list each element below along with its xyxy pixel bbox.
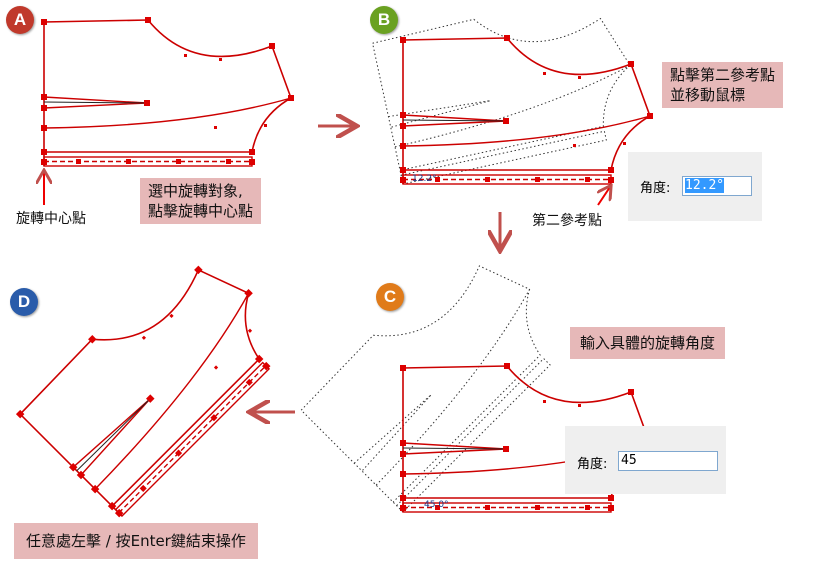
- note-b-line2: 並移動鼠標: [670, 86, 746, 104]
- note-b: 點擊第二參考點並移動鼠標: [662, 62, 784, 108]
- angle-readout-b: 12.2°: [412, 174, 437, 184]
- second-ref-label: 第二參考點: [532, 213, 602, 229]
- angle-label: 角度:: [640, 181, 671, 196]
- angle-dialog-b: 角度: 12.2°: [628, 152, 762, 221]
- note-a-line2: 點擊旋轉中心點: [148, 202, 254, 220]
- rotation-center-label: 旋轉中心點: [16, 211, 86, 227]
- angle-dialog-c: 角度: 45: [565, 426, 726, 494]
- note-a-line1: 選中旋轉對象,: [148, 182, 243, 200]
- angle-input[interactable]: 45: [618, 451, 718, 471]
- ref-point-arrow: [598, 187, 610, 206]
- angle-input-value: 12.2°: [685, 178, 725, 193]
- angle-readout-c: 45.0°: [424, 500, 449, 510]
- pattern-a: [40, 16, 295, 167]
- step-c-badge: C: [376, 283, 404, 311]
- note-c: 輸入具體的旋轉角度: [570, 327, 726, 359]
- pattern-b: [371, 0, 654, 185]
- angle-input[interactable]: 12.2°: [682, 176, 752, 196]
- note-a: 選中旋轉對象, 點擊旋轉中心點: [140, 178, 262, 224]
- step-b-badge: B: [370, 6, 398, 34]
- step-a-badge: A: [6, 6, 34, 34]
- note-d: 任意處左擊 / 按Enter鍵結束操作: [14, 523, 258, 559]
- pattern-d: [13, 233, 300, 519]
- angle-label: 角度:: [577, 457, 608, 472]
- step-d-badge: D: [10, 288, 38, 316]
- note-b-line1: 點擊第二參考點: [670, 66, 776, 84]
